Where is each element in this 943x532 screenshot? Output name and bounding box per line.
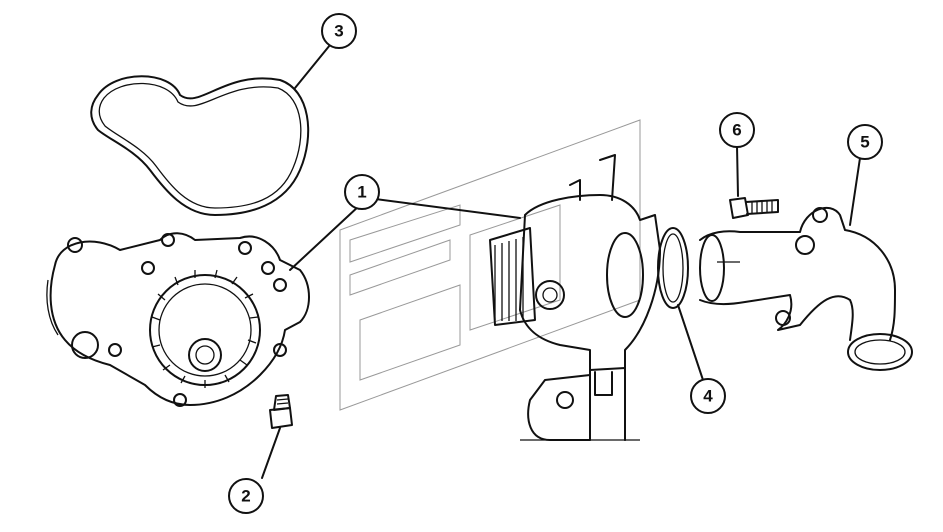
callout-5-label: 5 bbox=[860, 133, 869, 152]
leader-line-4 bbox=[677, 304, 704, 381]
engine-housing bbox=[489, 154, 661, 441]
leader-line-1b bbox=[289, 204, 361, 271]
gasket bbox=[90, 75, 310, 216]
outlet-bolt bbox=[729, 197, 779, 219]
callout-4-label: 4 bbox=[703, 387, 713, 406]
leader-line-1a bbox=[367, 197, 521, 219]
o-ring bbox=[657, 227, 689, 309]
leader-line-3 bbox=[294, 44, 331, 89]
callout-1: 1 bbox=[344, 174, 380, 210]
callout-1-label: 1 bbox=[357, 183, 366, 202]
leader-line-6 bbox=[736, 145, 739, 197]
pump-bolt bbox=[269, 394, 293, 429]
leader-line-2 bbox=[261, 427, 281, 479]
leader-line-5 bbox=[849, 157, 861, 226]
callout-4: 4 bbox=[690, 378, 726, 414]
callout-5: 5 bbox=[847, 124, 883, 160]
callout-2: 2 bbox=[228, 478, 264, 514]
coolant-outlet-elbow bbox=[699, 206, 913, 371]
callout-3: 3 bbox=[321, 13, 357, 49]
callout-3-label: 3 bbox=[334, 22, 343, 41]
leader-lines bbox=[261, 44, 861, 479]
water-pump bbox=[46, 232, 310, 407]
watermark-logo bbox=[339, 119, 641, 411]
callout-6: 6 bbox=[719, 112, 755, 148]
callout-6-label: 6 bbox=[732, 121, 741, 140]
callout-2-label: 2 bbox=[241, 487, 250, 506]
